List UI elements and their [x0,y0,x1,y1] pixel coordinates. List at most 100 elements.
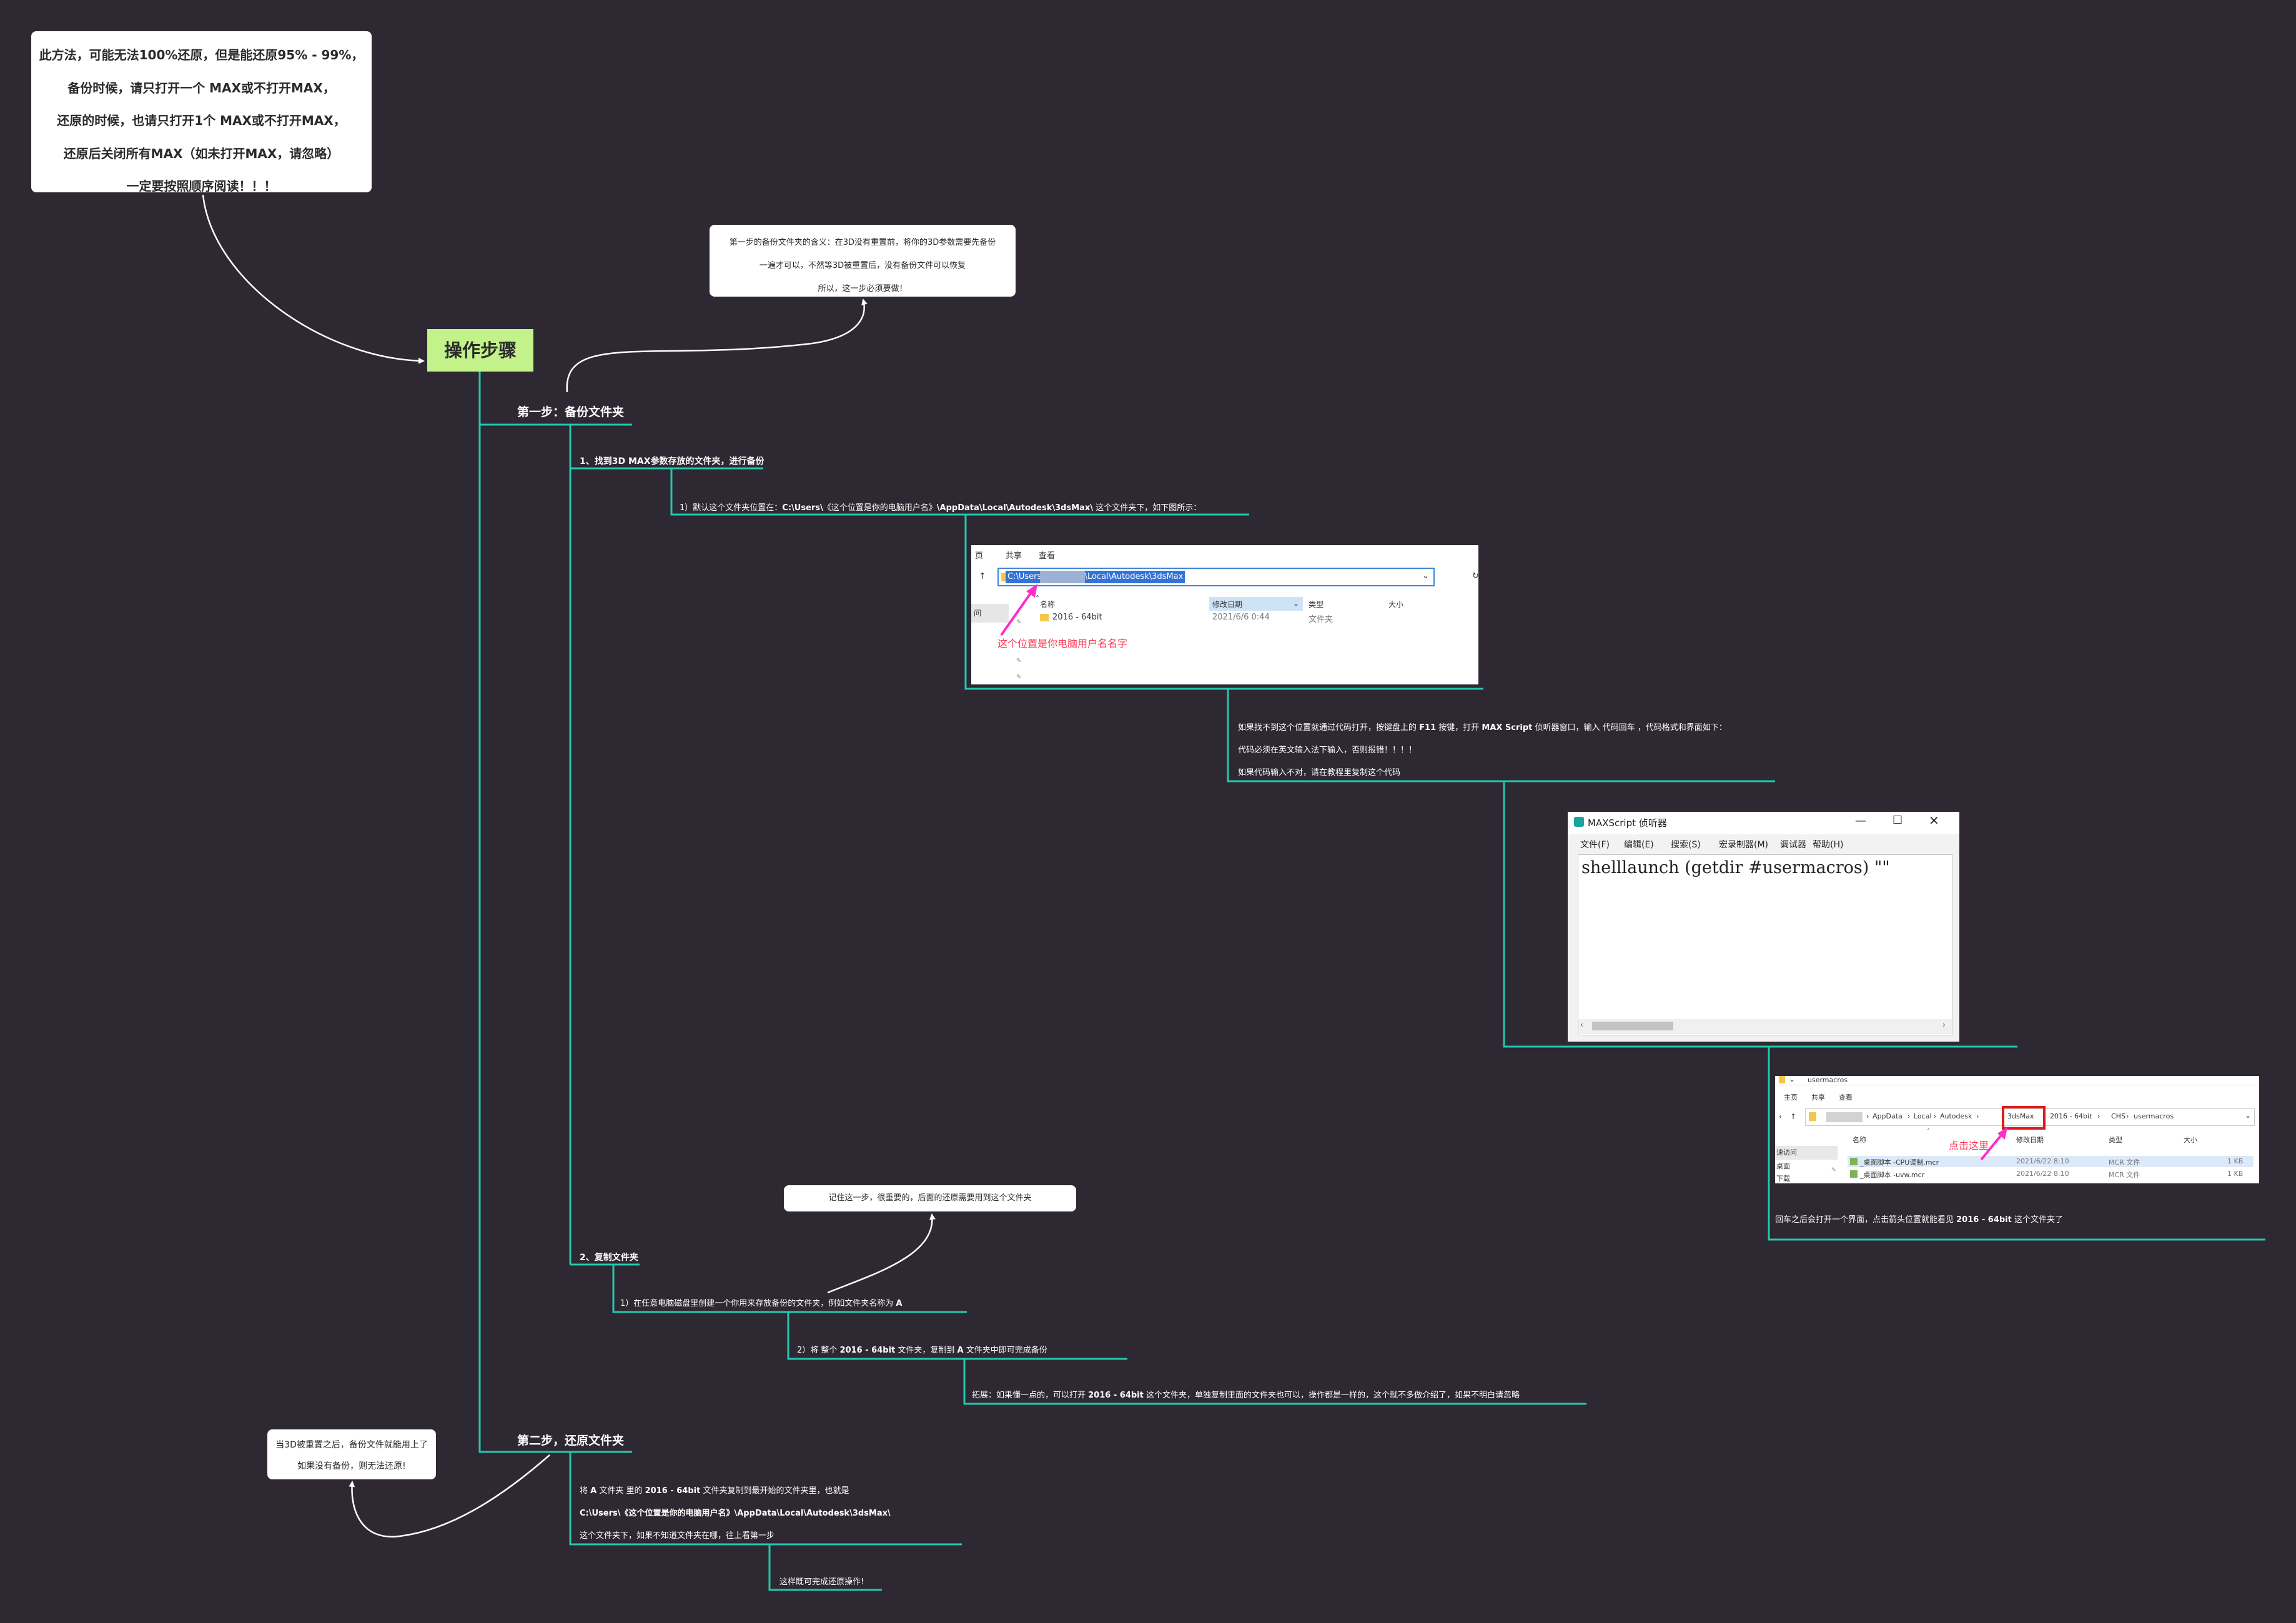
menu-item: 帮助(H) [1813,840,1844,850]
step2-text: 文件夹复制到最开始的文件夹里，也就是 [700,1486,849,1496]
step2-title[interactable]: 第二步，还原文件夹 [517,1434,625,1448]
window-titlebar [1568,812,1959,834]
root-node[interactable]: 操作步骤 [427,329,533,372]
maximize-icon: ☐ [1893,814,1903,827]
result-folder: 2016 - 64bit [1956,1215,2012,1225]
column-header: 名称 [1853,1136,1866,1144]
file-row-date: 2021/6/22 8:10 [2016,1170,2069,1178]
blurred-username [1826,1112,1863,1122]
file-row-type: MCR 文件 [2109,1171,2140,1179]
step2-bold: A [590,1486,597,1496]
back-icon: ‹ [1779,1112,1782,1121]
annotation-arrow-icon [1000,584,1037,636]
sub1-suffix: 这个文件夹下，如下图所示： [1093,503,1202,513]
menu-item: 宏录制器(M) [1719,840,1769,850]
tip-line-1[interactable]: 如果找不到这个位置就通过代码打开，按键盘上的 F11 按键，打开 MAX Scr… [1238,721,1727,733]
sub-bold: 2016 - 64bit [839,1346,896,1355]
result-text: 这个文件夹了 [2011,1215,2063,1225]
file-row-size: 1 KB [2227,1170,2244,1178]
intro-card: 此方法，可能无法100%还原，但是能还原95% - 99%， 备份时候，请只打开… [31,31,372,194]
tip-app: MAX Script [1482,723,1533,733]
step2-line-2[interactable]: C:\Users\《这个位置是你的电脑用户名》\AppData\Local\Au… [580,1509,891,1518]
breadcrumb-separator: › [1908,1112,1911,1120]
item2-sub2-branch [787,1312,1127,1360]
folder-icon [1779,1076,1785,1083]
script-file-icon [1850,1158,1858,1165]
item2-sub2[interactable]: 2）将 整个 2016 - 64bit 文件夹，复制到 A 文件夹中即可完成备份 [797,1343,1047,1355]
maxscript-listener-screenshot: MAXScript 侦听器 — ☐ ✕ 文件(F) 编辑(E) 搜索(S) 宏录… [1568,812,1959,1042]
menu-item: 查看 [1039,551,1056,561]
step2-text-branch [569,1452,962,1546]
breadcrumb-item: CHS [2111,1112,2125,1120]
tip-line-3[interactable]: 如果代码输入不对，请在教程里复制这个代码 [1238,768,1401,777]
breadcrumb-item[interactable]: 3dsMax [2007,1112,2034,1120]
note-line: 一遍才可以，不然等3D被重置后，没有备份文件可以恢复 [759,261,966,270]
window-title: usermacros [1808,1076,1848,1084]
item2-label[interactable]: 2、复制文件夹 [580,1253,638,1263]
menu-bar [1568,834,1959,852]
sub-bold: A [896,1299,903,1308]
step1-title[interactable]: 第一步：备份文件夹 [517,405,625,419]
step2-line-3[interactable]: 这个文件夹下，如果不知道文件夹在哪，往上看第一步 [580,1531,775,1541]
explorer-screenshot-2: ⌄ usermacros 主页 共享 查看 ‹ ↑ › AppData › Lo… [1775,1076,2259,1183]
menu-item: 页 [975,551,984,561]
annotation-arrow-icon [1980,1127,2007,1161]
sub-text: 文件夹中即可完成备份 [963,1346,1047,1355]
sub-text: 这个文件夹，单独复制里面的文件夹也可以，操作都是一样的，这个就不多做介绍了，如果… [1143,1391,1520,1400]
address-path: C:\Users\ \AppData\Local\Autodesk\3dsMax [1006,571,1185,583]
address-bar [1805,1108,2255,1126]
sub1-path-b: \AppData\Local\Autodesk\3dsMax\ [936,503,1094,513]
result-line[interactable]: 回车之后会打开一个界面，点击箭头位置就能看见 2016 - 64bit 这个文件… [1775,1213,2063,1225]
intro-line: 一定要按照顺序阅读！！！ [126,179,277,194]
tip-text: 侦听器窗口，输入 代码回车 ，代码格式和界面如下： [1532,723,1727,733]
maxscript-app-icon [1574,817,1584,827]
close-icon: ✕ [1929,813,1939,828]
column-header: 类型 [2109,1136,2122,1144]
menu-item: 搜索(S) [1671,840,1701,850]
tip-line-2[interactable]: 代码必须在英文输入法下输入，否则报错！！！！ [1238,746,1417,755]
folder-row-type: 文件夹 [1309,615,1334,624]
step2-note-card: 当3D被重置之后，备份文件就能用上了 如果没有备份，则无法还原! [267,1429,436,1479]
item1-sub1[interactable]: 1）默认这个文件夹位置在：C:\Users\《这个位置是你的电脑用户名》\App… [680,501,1201,513]
result-text: 回车之后会打开一个界面，点击箭头位置就能看见 [1775,1215,1957,1225]
breadcrumb-separator: › [1976,1112,1979,1120]
username-annotation: 这个位置是你电脑用户名名字 [997,638,1128,649]
menu-item: 共享 [1006,551,1022,561]
minimize-icon: — [1855,814,1866,827]
item2-sub1[interactable]: 1）在任意电脑磁盘里创建一个你用来存放备份的文件夹，例如文件夹名称为 A [620,1296,902,1308]
tip-text: 按键，打开 [1436,723,1482,733]
scroll-left-icon: ‹ [1580,1020,1583,1029]
chevron-down-icon: ⌄ [2245,1111,2252,1120]
scroll-right-icon: › [1942,1020,1946,1029]
address-bar [997,568,1435,586]
folder-row-name: 2016 - 64bit [1052,613,1102,622]
step2-line-1[interactable]: 将 A 文件夹 里的 2016 - 64bit 文件夹复制到最开始的文件夹里，也… [580,1484,849,1496]
sub-text: 拓展：如果懂一点的，可以打开 [972,1391,1089,1400]
menu-item: 调试器 [1780,840,1806,850]
trunk-branch [478,372,632,1453]
shot3-branch [1768,1047,2265,1241]
item2-sub3[interactable]: 拓展：如果懂一点的，可以打开 2016 - 64bit 这个文件夹，单独复制里面… [972,1388,1520,1400]
column-header: 修改日期 [1212,600,1243,609]
sidebar-item: 问 [974,609,982,618]
item1-label[interactable]: 1、找到3D MAX参数存放的文件夹，进行备份 [580,456,765,466]
step2-bold: 2016 - 64bit [645,1486,701,1496]
shot2-branch [1503,781,2017,1048]
step2-done[interactable]: 这样既可完成还原操作! [779,1577,864,1587]
sub-bold: A [957,1346,964,1355]
scrollbar-thumb [1592,1022,1673,1030]
up-arrow-icon: ↑ [979,571,986,581]
file-row-type: MCR 文件 [2109,1158,2140,1167]
explorer-screenshot-1: 页 共享 查看 ↑ C:\Users\ \AppData\Local\Autod… [971,545,1478,684]
sidebar-panel [1775,1146,1838,1160]
note-line: 第一步的备份文件夹的含义：在3D没有重置前，将你的3D参数需要先备份 [729,238,996,247]
column-header: 大小 [1388,600,1404,609]
selected-row-highlight [1848,1156,2254,1167]
file-row-name: _桌面脚本 -uvw.mcr [1860,1171,1925,1179]
maxscript-code: shelllaunch (getdir #usermacros) "" [1581,858,1890,877]
breadcrumb-item: Autodesk [1940,1112,1972,1120]
item2-sub3-branch [963,1359,1586,1405]
tip-text: 如果找不到这个位置就通过代码打开，按键盘上的 [1238,723,1420,733]
step2-text: 将 [580,1486,591,1496]
sidebar-item: 下载 [1776,1175,1790,1183]
